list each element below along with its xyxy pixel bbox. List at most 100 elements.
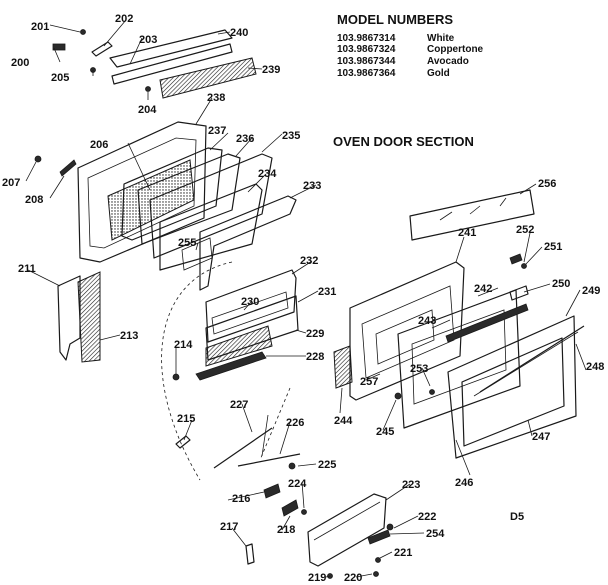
callout-213: 213 bbox=[120, 330, 138, 342]
part-243-glass bbox=[375, 309, 435, 365]
callouts: 201 202 203 240 239 200 205 204 238 206 … bbox=[2, 13, 604, 584]
model-number-1: 103.9867314 bbox=[337, 33, 396, 44]
part-247-door-frame bbox=[447, 315, 577, 459]
part-256-label-strip bbox=[409, 189, 535, 241]
callout-201: 201 bbox=[31, 21, 49, 33]
model-numbers-title: MODEL NUMBERS bbox=[337, 12, 453, 27]
callout-217: 217 bbox=[220, 521, 238, 533]
model-number-3: 103.9867344 bbox=[337, 56, 396, 67]
part-252-clip bbox=[509, 253, 523, 265]
model-color-3: Avocado bbox=[427, 56, 469, 67]
callout-218: 218 bbox=[277, 524, 295, 536]
part-211-side-panel bbox=[57, 275, 81, 361]
part-233-frame bbox=[199, 195, 297, 291]
callout-250: 250 bbox=[552, 278, 570, 290]
model-color-2: Coppertone bbox=[427, 44, 484, 55]
callout-242: 242 bbox=[474, 283, 492, 295]
callout-223: 223 bbox=[402, 479, 420, 491]
part-232-frame bbox=[205, 269, 297, 343]
inner-panel-stack bbox=[77, 121, 297, 291]
part-237-gasket bbox=[121, 147, 223, 241]
part-204-screw bbox=[145, 86, 151, 92]
part-201-screw bbox=[80, 29, 86, 35]
outer-door-assembly bbox=[333, 189, 585, 459]
callout-256: 256 bbox=[538, 178, 556, 190]
callout-214: 214 bbox=[174, 339, 193, 351]
callout-205: 205 bbox=[51, 72, 69, 84]
callout-237: 237 bbox=[208, 125, 226, 137]
callout-203: 203 bbox=[139, 34, 157, 46]
callout-202: 202 bbox=[115, 13, 133, 25]
callout-215: 215 bbox=[177, 413, 195, 425]
part-215-clip bbox=[175, 435, 191, 449]
model-numbers-block: MODEL NUMBERS 103.9867314 White 103.9867… bbox=[337, 12, 484, 79]
callout-245: 245 bbox=[376, 426, 394, 438]
callout-219: 219 bbox=[308, 572, 326, 584]
callout-230: 230 bbox=[241, 296, 259, 308]
part-227-hinge-arm bbox=[213, 427, 273, 469]
part-234-glass bbox=[159, 183, 263, 271]
callout-228: 228 bbox=[306, 351, 324, 363]
part-214-screw bbox=[172, 373, 180, 381]
part-226-link bbox=[237, 453, 301, 467]
part-207-screw bbox=[34, 155, 42, 163]
part-218-bracket bbox=[281, 499, 299, 517]
callout-254: 254 bbox=[426, 528, 445, 540]
callout-235: 235 bbox=[282, 130, 300, 142]
callout-248: 248 bbox=[586, 361, 604, 373]
callout-220: 220 bbox=[344, 572, 362, 584]
callout-252: 252 bbox=[516, 224, 534, 236]
part-253-window bbox=[411, 309, 507, 405]
part-249-seal bbox=[445, 303, 529, 343]
part-230-glass bbox=[211, 291, 289, 335]
callout-247: 247 bbox=[532, 431, 550, 443]
part-213-insulation bbox=[77, 271, 101, 363]
callout-251: 251 bbox=[544, 241, 562, 253]
section-title: OVEN DOOR SECTION bbox=[333, 134, 474, 149]
part-254-bracket bbox=[367, 529, 391, 545]
part-222-screw bbox=[386, 523, 394, 531]
window-stack bbox=[195, 269, 299, 381]
callout-236: 236 bbox=[236, 133, 254, 145]
callout-238: 238 bbox=[207, 92, 225, 104]
callout-216: 216 bbox=[232, 493, 250, 505]
callout-246: 246 bbox=[455, 477, 473, 489]
part-202-bracket bbox=[91, 41, 113, 57]
callout-211: 211 bbox=[18, 263, 36, 275]
part-235-panel bbox=[149, 153, 273, 259]
model-color-4: Gold bbox=[427, 68, 450, 79]
part-225-screw bbox=[288, 462, 296, 470]
callout-241: 241 bbox=[458, 227, 476, 239]
callout-206: 206 bbox=[90, 139, 108, 151]
callout-253: 253 bbox=[410, 363, 428, 375]
figure-code: D5 bbox=[510, 511, 524, 523]
model-color-1: White bbox=[427, 33, 455, 44]
part-248-handle bbox=[479, 325, 585, 393]
part-217-clip bbox=[245, 543, 255, 565]
part-203-rail bbox=[111, 43, 233, 85]
callout-226: 226 bbox=[286, 417, 304, 429]
part-240-trim bbox=[109, 29, 233, 68]
part-250-bracket bbox=[509, 285, 529, 301]
part-244-insulation bbox=[333, 345, 353, 389]
callout-204: 204 bbox=[138, 104, 157, 116]
top-vent-assembly bbox=[52, 29, 257, 99]
part-236-panel bbox=[137, 153, 241, 245]
part-239-vent-grille bbox=[159, 57, 257, 99]
part-228-strip bbox=[195, 351, 267, 381]
part-238-inner-liner bbox=[77, 121, 207, 263]
part-216-bracket bbox=[263, 483, 281, 499]
callout-224: 224 bbox=[288, 478, 307, 490]
callout-229: 229 bbox=[306, 328, 324, 340]
callout-240: 240 bbox=[230, 27, 248, 39]
callout-239: 239 bbox=[262, 64, 280, 76]
model-number-2: 103.9867324 bbox=[337, 44, 396, 55]
model-number-4: 103.9867364 bbox=[337, 68, 396, 79]
part-246-outer-panel bbox=[397, 289, 521, 429]
callout-243: 243 bbox=[418, 315, 436, 327]
callout-234: 234 bbox=[258, 168, 277, 180]
callout-232: 232 bbox=[300, 255, 318, 267]
callout-200: 200 bbox=[11, 57, 29, 69]
part-221-screw bbox=[375, 557, 381, 563]
